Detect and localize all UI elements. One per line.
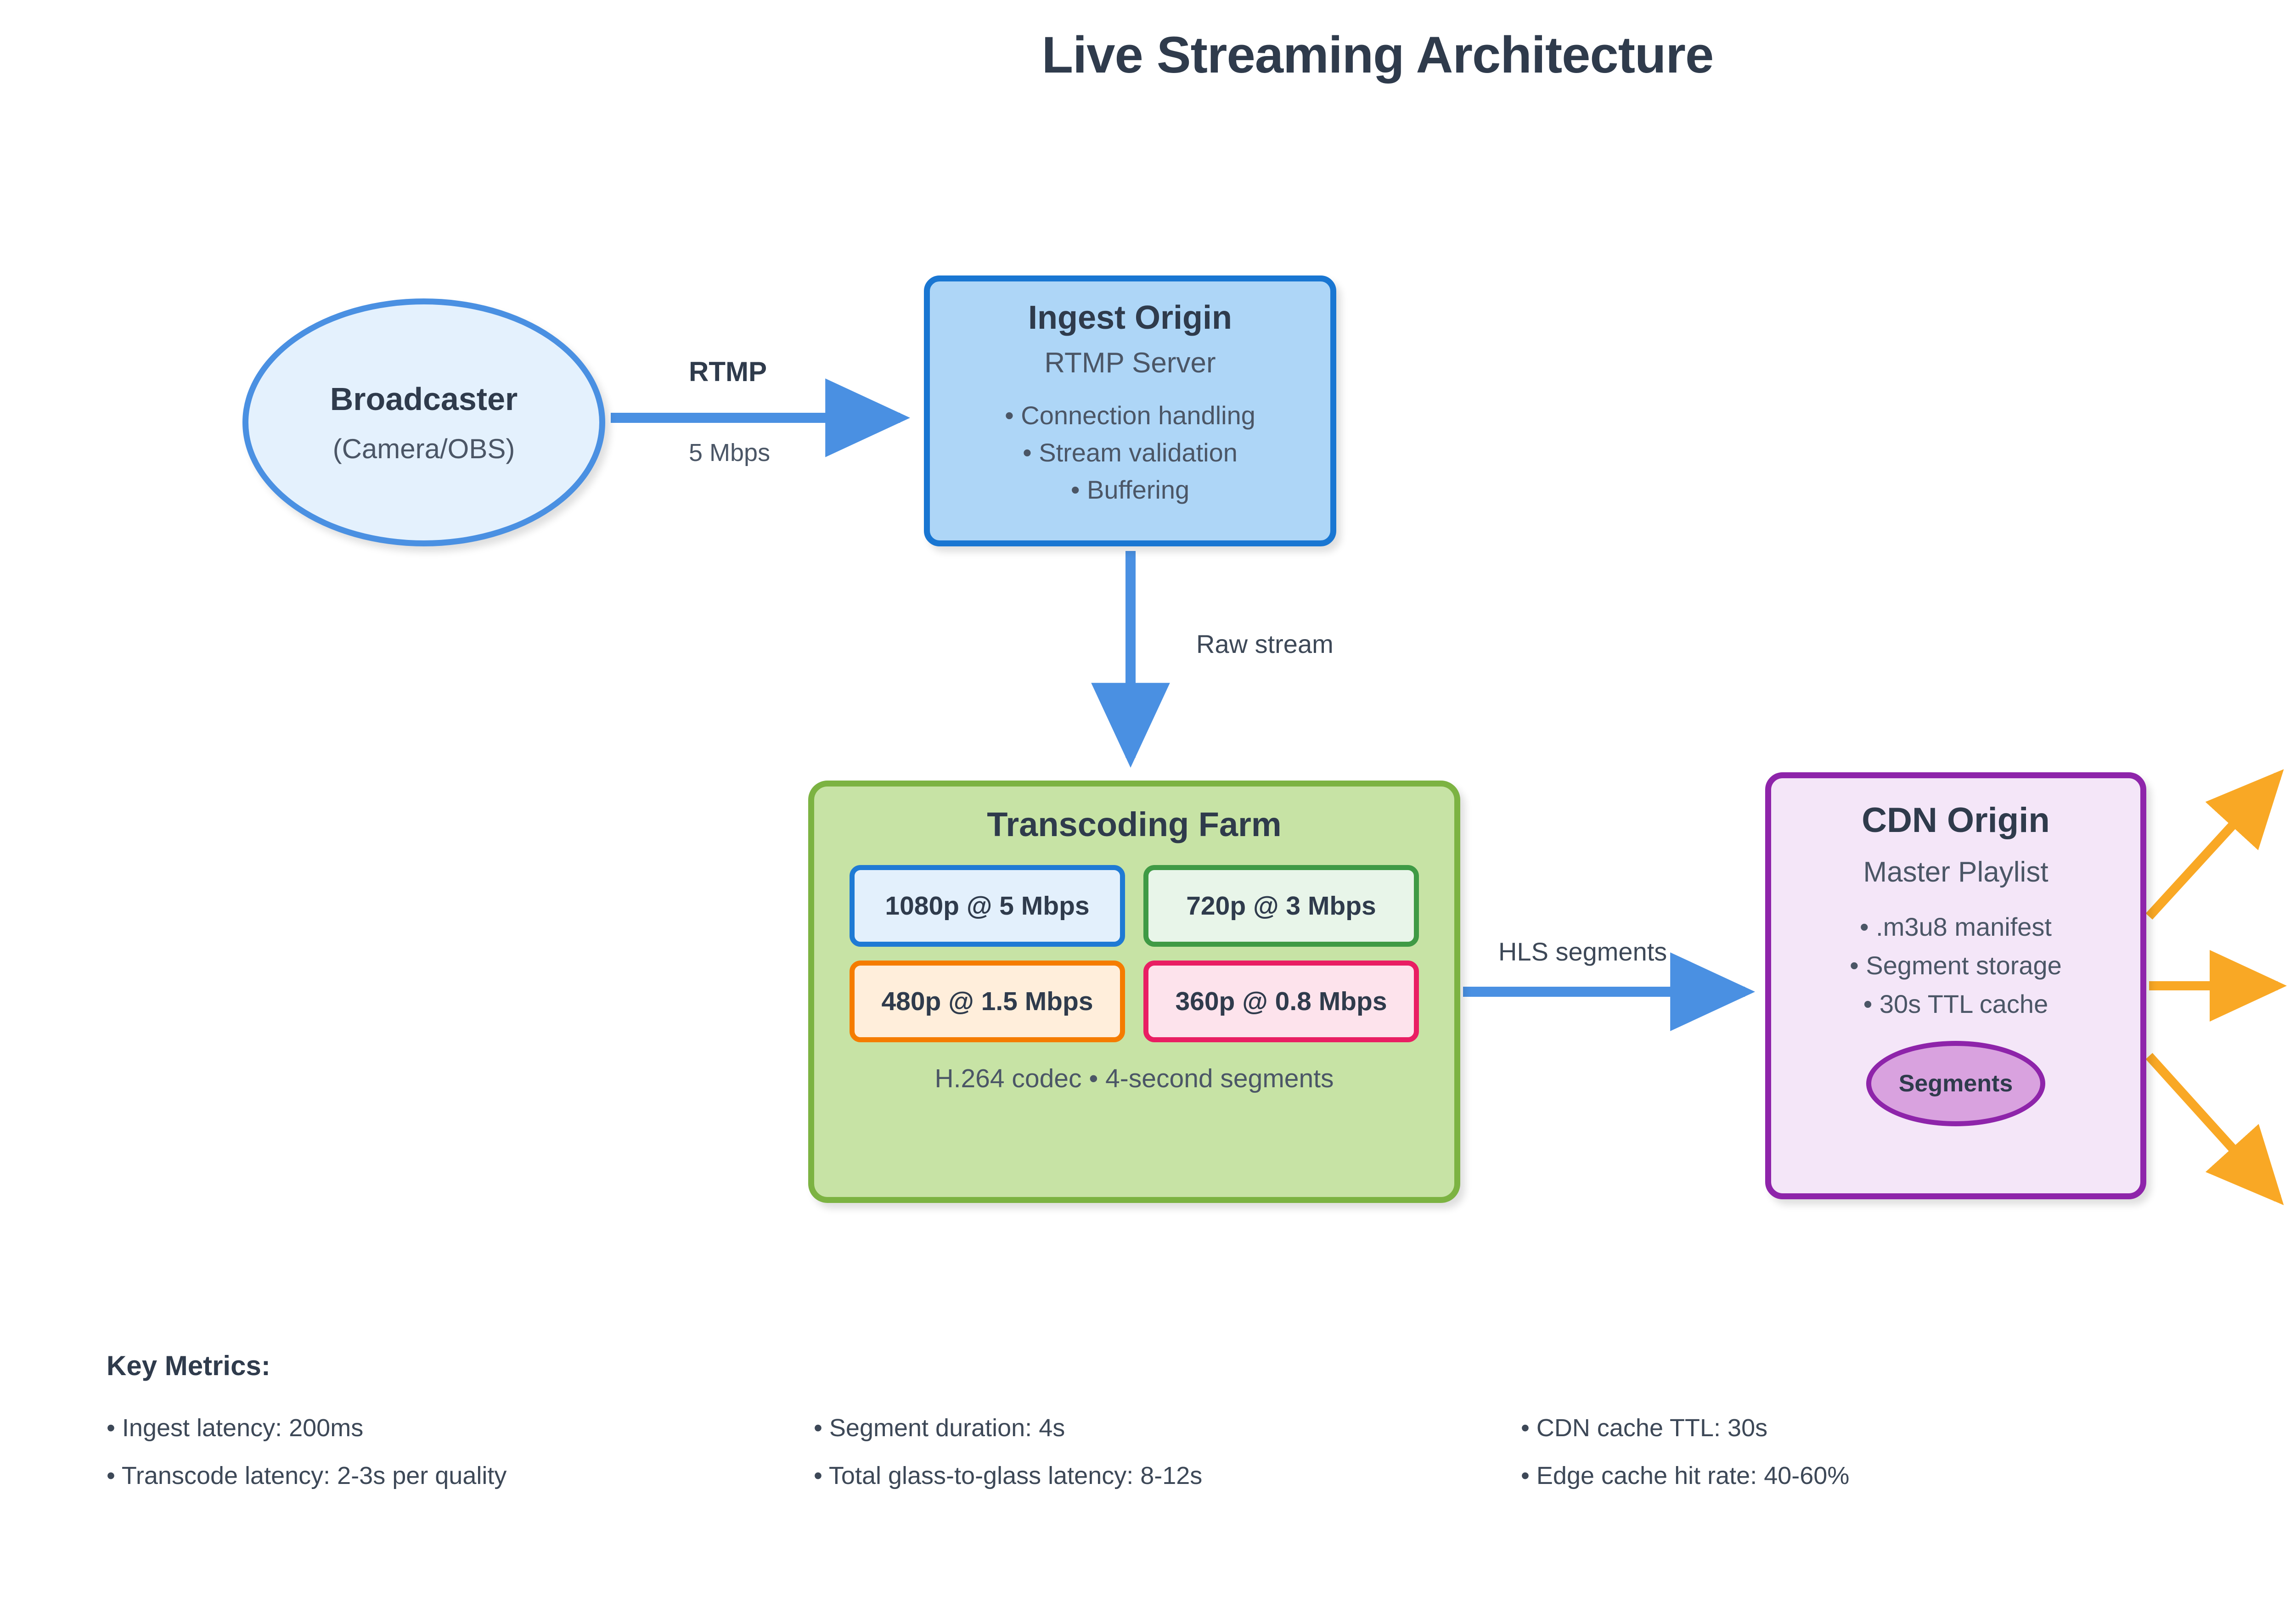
key-metrics-section: Key Metrics: • Ingest latency: 200ms • T… <box>107 1350 2296 1509</box>
cdn-origin-bullet-1: • .m3u8 manifest <box>1859 912 2052 941</box>
connector-label-hls-segments: HLS segments <box>1498 937 1667 966</box>
key-metric-item: • Ingest latency: 200ms <box>107 1414 364 1442</box>
key-metrics-column-3: • CDN cache TTL: 30s • Edge cache hit ra… <box>1521 1414 2228 1509</box>
ingest-origin-bullet-2: • Stream validation <box>1023 438 1238 467</box>
key-metric-item: • Total glass-to-glass latency: 8-12s <box>814 1462 1203 1489</box>
cdn-origin-title: CDN Origin <box>1862 801 2050 840</box>
key-metric-item: • Segment duration: 4s <box>814 1414 1065 1442</box>
node-transcoding-farm[interactable]: Transcoding Farm 1080p @ 5 Mbps 720p @ 3… <box>808 781 1460 1203</box>
quality-box-1080p[interactable]: 1080p @ 5 Mbps <box>850 865 1125 947</box>
quality-box-720p[interactable]: 720p @ 3 Mbps <box>1143 865 1419 947</box>
ingest-origin-bullet-3: • Buffering <box>1070 475 1190 505</box>
ingest-origin-title: Ingest Origin <box>1028 299 1232 336</box>
connector-label-rtmp: RTMP <box>689 356 767 387</box>
cdn-origin-bullet-2: • Segment storage <box>1850 951 2062 980</box>
key-metric-item: • Edge cache hit rate: 40-60% <box>1521 1462 1850 1489</box>
key-metrics-column-2: • Segment duration: 4s • Total glass-to-… <box>814 1414 1521 1509</box>
node-broadcaster[interactable]: Broadcaster (Camera/OBS) <box>242 298 605 546</box>
transcoding-farm-footnote: H.264 codec • 4-second segments <box>934 1064 1334 1093</box>
key-metrics-columns: • Ingest latency: 200ms • Transcode late… <box>107 1414 2296 1509</box>
node-ingest-origin[interactable]: Ingest Origin RTMP Server • Connection h… <box>924 275 1336 546</box>
cdn-origin-bullet-3: • 30s TTL cache <box>1863 989 2048 1018</box>
cdn-origin-subtitle: Master Playlist <box>1863 856 2048 888</box>
ingest-origin-subtitle: RTMP Server <box>1044 347 1216 379</box>
connector-cdn-to-edge-apac <box>2145 1053 2284 1205</box>
broadcaster-title: Broadcaster <box>330 381 518 417</box>
quality-box-360p[interactable]: 360p @ 0.8 Mbps <box>1143 961 1419 1042</box>
node-cdn-origin[interactable]: CDN Origin Master Playlist • .m3u8 manif… <box>1765 772 2146 1199</box>
key-metric-item: • CDN cache TTL: 30s <box>1521 1414 1768 1442</box>
connector-cdn-to-edge-us-west <box>2145 769 2284 920</box>
quality-variant-grid: 1080p @ 5 Mbps 720p @ 3 Mbps 480p @ 1.5 … <box>850 865 1419 1042</box>
broadcaster-subtitle: (Camera/OBS) <box>332 433 515 464</box>
connector-label-raw-stream: Raw stream <box>1196 629 1334 658</box>
ingest-origin-bullet-1: • Connection handling <box>1005 401 1255 430</box>
connector-label-bitrate: 5 Mbps <box>689 439 771 466</box>
key-metric-item: • Transcode latency: 2-3s per quality <box>107 1462 507 1489</box>
page-title: Live Streaming Architecture <box>1041 26 1714 84</box>
node-segments[interactable]: Segments <box>1866 1041 2045 1126</box>
key-metrics-title: Key Metrics: <box>107 1350 270 1381</box>
transcoding-farm-title: Transcoding Farm <box>987 805 1282 843</box>
quality-box-480p[interactable]: 480p @ 1.5 Mbps <box>850 961 1125 1042</box>
key-metrics-column-1: • Ingest latency: 200ms • Transcode late… <box>107 1414 814 1509</box>
